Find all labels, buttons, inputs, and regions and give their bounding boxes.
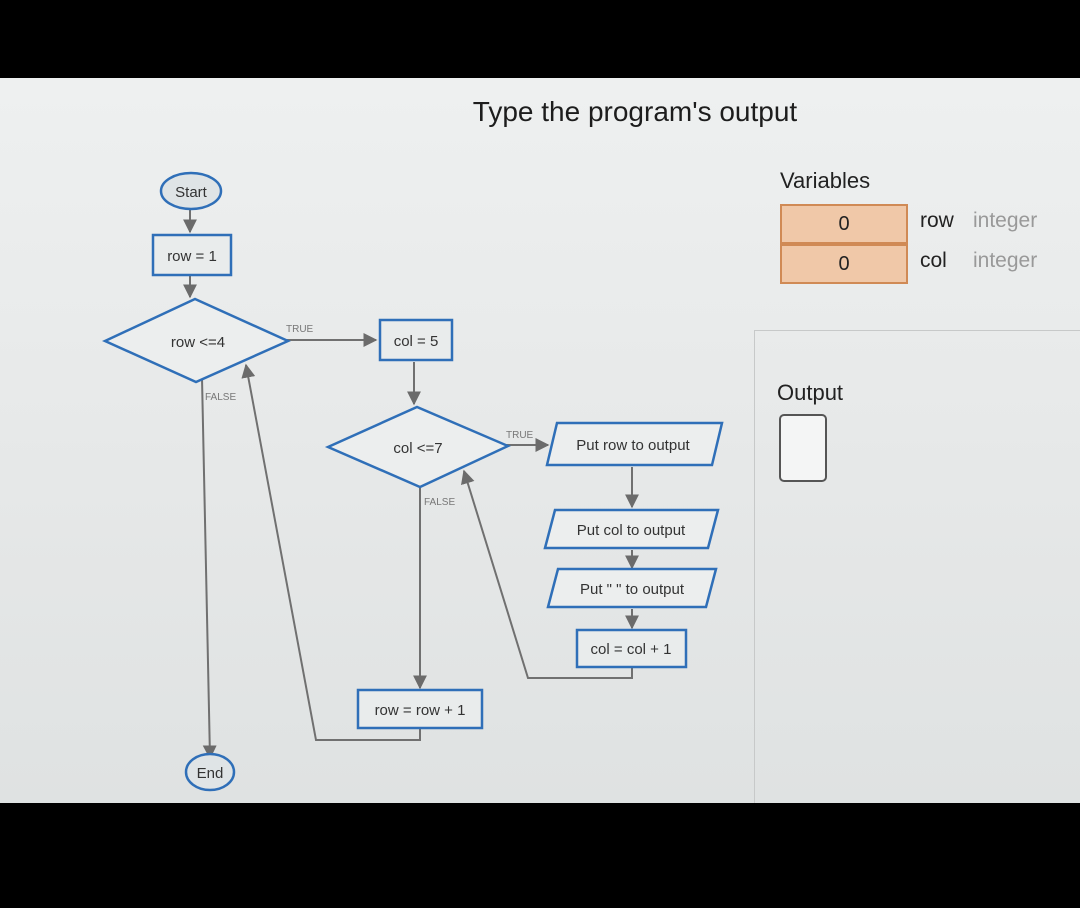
col-false-label: FALSE bbox=[424, 497, 455, 508]
put-row-label: Put row to output bbox=[576, 437, 690, 454]
connector-colinc-loop bbox=[461, 469, 633, 679]
col-init-node: col = 5 bbox=[378, 318, 454, 362]
output-panel bbox=[754, 330, 1080, 803]
start-node: Start bbox=[159, 171, 223, 211]
row-false-label: FALSE bbox=[205, 392, 236, 403]
connector-rowinc-loop bbox=[241, 363, 421, 741]
row-init-node: row = 1 bbox=[151, 233, 233, 277]
variable-name-row: row bbox=[920, 209, 954, 232]
col-increment-node: col = col + 1 bbox=[575, 628, 688, 669]
col-true-label: TRUE bbox=[506, 430, 534, 441]
row-condition-label: row <=4 bbox=[171, 334, 225, 351]
page-title: Type the program's output bbox=[472, 96, 798, 127]
variable-row-row: 0 row integer bbox=[780, 204, 1037, 244]
put-col-label: Put col to output bbox=[577, 522, 686, 539]
row-condition-node: row <=4 bbox=[102, 297, 292, 384]
variable-name-col: col bbox=[920, 249, 947, 272]
col-init-label: col = 5 bbox=[394, 333, 439, 350]
put-space-node: Put " " to output bbox=[546, 567, 718, 609]
variable-type-col: integer bbox=[973, 249, 1038, 272]
output-input[interactable] bbox=[779, 414, 827, 482]
output-label: Output bbox=[777, 380, 844, 405]
variables-title: Variables bbox=[780, 168, 871, 193]
put-col-node: Put col to output bbox=[543, 508, 720, 550]
connector-cond-false bbox=[201, 377, 217, 760]
end-label: End bbox=[197, 765, 224, 782]
screen: Type the program's output Start bbox=[0, 78, 1080, 803]
col-increment-label: col = col + 1 bbox=[591, 641, 672, 658]
variable-value-row: 0 bbox=[780, 204, 908, 244]
col-condition-label: col <=7 bbox=[393, 440, 442, 457]
start-label: Start bbox=[175, 184, 208, 201]
flowchart: Start row = 1 row <=4 TRUE FALSE col = 5… bbox=[102, 171, 724, 792]
end-node: End bbox=[184, 752, 236, 792]
variable-row-col: 0 col integer bbox=[780, 244, 1037, 284]
put-space-label: Put " " to output bbox=[580, 581, 685, 598]
row-true-label: TRUE bbox=[286, 324, 314, 335]
variable-value-col: 0 bbox=[780, 244, 908, 284]
col-condition-node: col <=7 bbox=[324, 405, 512, 489]
row-increment-label: row = row + 1 bbox=[375, 702, 466, 719]
variable-type-row: integer bbox=[973, 209, 1038, 232]
row-init-label: row = 1 bbox=[167, 248, 217, 265]
row-increment-node: row = row + 1 bbox=[356, 688, 484, 730]
put-row-node: Put row to output bbox=[545, 421, 724, 467]
